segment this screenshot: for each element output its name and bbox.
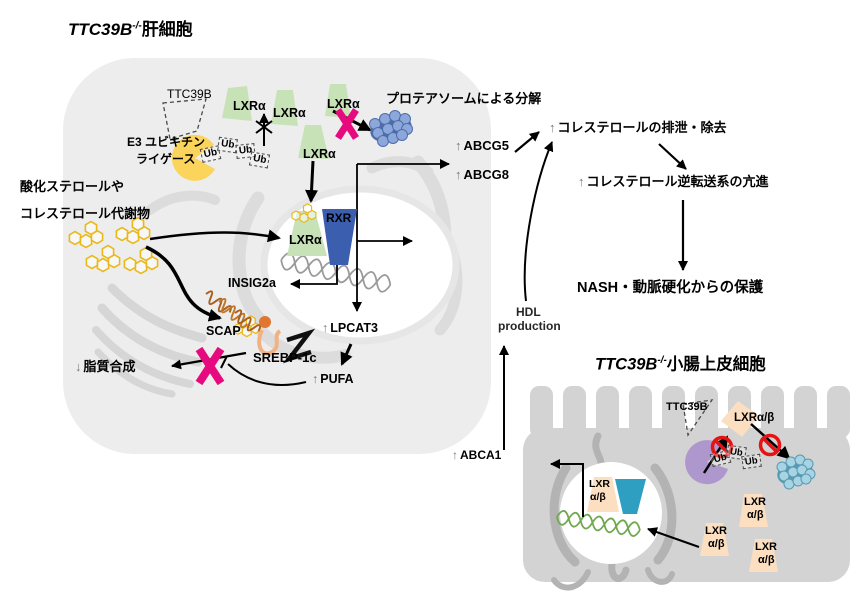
lxra-trapezoid-4 <box>298 125 329 159</box>
proteasome-icon <box>369 110 413 147</box>
ttc39b-label: TTC39B <box>167 87 212 101</box>
up-arrow-glyph: ↑ <box>312 372 319 386</box>
ttc39b-label-gut: TTC39B <box>666 401 708 413</box>
abca1-label: ↑ABCA1 <box>452 448 502 462</box>
lpcat3-label: ↑LPCAT3 <box>322 321 378 335</box>
ub-tag: Ub <box>741 453 762 470</box>
proteasome-caption: プロテアソームによる分解 <box>386 91 542 106</box>
x-mark-icon <box>335 108 359 140</box>
hepatocyte-title-cell: 肝細胞 <box>141 20 193 39</box>
enterocyte-title-sup: -/- <box>657 355 667 366</box>
arrow-sterols-to-scap <box>145 245 222 322</box>
lxr-cyto2-line2: α/β <box>708 538 725 550</box>
lxra-trapezoid-nucleus <box>287 211 327 256</box>
enterocyte-title-gene: TTC39B <box>595 355 658 374</box>
enterocyte-title-cell: 小腸上皮細胞 <box>666 355 766 374</box>
pufa-inhibition-line <box>220 355 307 386</box>
oxysterols-label-line2: コレステロール代謝物 <box>20 206 151 221</box>
srebp1c-label: SREBP-1c <box>253 350 317 365</box>
up-arrow-glyph: ↑ <box>452 448 458 462</box>
lxra-trapezoid-1 <box>222 86 252 121</box>
arrow-sterols-to-lxra <box>149 229 281 243</box>
rxr-shape <box>322 209 357 265</box>
e3-ligase-label-line2: ライゲース <box>136 152 196 166</box>
ubiquitin-ligase-icon <box>171 134 215 181</box>
rxr-teal-shape <box>615 479 646 514</box>
lxra-label-nucleus: LXRα <box>289 233 322 247</box>
proteasome-teal-icon <box>776 454 816 490</box>
abcg5-label: ↑ABCG5 <box>455 138 510 153</box>
hdl-production-label-line2: production <box>498 319 561 333</box>
protection-label: NASH・動脈硬化からの保護 <box>577 280 764 296</box>
down-arrow-glyph: ↓ <box>75 359 82 374</box>
lxr-cyto3-line1: LXR <box>755 541 777 553</box>
hdl-production-label-line1: HDL <box>516 305 541 319</box>
hepatocyte-title-gene: TTC39B <box>68 20 133 39</box>
lipid-synthesis-label: ↓脂質合成 <box>75 359 136 374</box>
lxra-label-2: LXRα <box>273 106 306 120</box>
reverse-transport-label: ↑コレステロール逆転送系の亢進 <box>578 174 769 189</box>
arrow-nucleus-to-abca1 <box>550 459 584 517</box>
e3-ligase-label-line1: E3 ユビキチン <box>127 135 206 149</box>
x-mark-icon <box>195 346 225 386</box>
lxr-nucleus-label-line2: α/β <box>590 491 606 503</box>
up-arrow-glyph: ↑ <box>455 167 462 182</box>
lxra-trapezoid-2 <box>271 90 298 126</box>
ttc39b-dashed-outline-gut <box>682 399 714 437</box>
lxr-cyto1-line2: α/β <box>747 509 764 521</box>
hepatocyte-title: TTC39B-/-肝細胞 <box>68 20 193 40</box>
arrow-lxrab-to-proteasome <box>750 423 791 460</box>
lxra-label-3: LXRα <box>327 97 360 111</box>
lxrab-label: LXRα/β <box>734 412 775 424</box>
lxra-trapezoids <box>222 84 351 256</box>
lxrab-trapezoid-nucleus <box>587 477 619 512</box>
arrow-lpcat3-to-pufa <box>340 343 353 366</box>
dna-helix-green-icon <box>556 510 641 537</box>
lxrab-trapezoids-cytoplasm <box>700 494 778 572</box>
up-arrow-glyph: ↑ <box>549 120 556 135</box>
prohibition-icon <box>710 435 734 459</box>
pufa-label: ↑PUFA <box>312 372 354 386</box>
lxr-cyto3-line2: α/β <box>758 554 775 566</box>
hepatocyte-title-sup: -/- <box>132 20 142 32</box>
prohibition-icon <box>758 433 782 457</box>
lxra-label-4: LXRα <box>303 147 336 161</box>
pathway-arrows <box>499 131 688 450</box>
dna-helix-icon <box>280 252 392 293</box>
oxysterols-label-line1: 酸化ステロールや <box>20 179 125 194</box>
lxra-trapezoid-3 <box>325 84 351 118</box>
lxra-label-1: LXRα <box>233 99 266 113</box>
insig2a-label: INSIG2a <box>228 276 276 290</box>
up-arrow-glyph: ↑ <box>322 321 329 335</box>
cholesterol-excretion-label: ↑コレステロールの排泄・除去 <box>549 120 727 135</box>
enterocyte-title: TTC39B-/-小腸上皮細胞 <box>595 355 766 374</box>
abcg8-label: ↑ABCG8 <box>455 167 510 182</box>
transcription-arrows <box>290 159 450 312</box>
lxr-cyto1-line1: LXR <box>744 496 766 508</box>
arrow-lxra-to-nucleus <box>305 160 319 203</box>
rxr-label: RXR <box>326 211 352 225</box>
up-arrow-glyph: ↑ <box>578 174 585 189</box>
lxr-nucleus-label-line1: LXR <box>589 478 610 490</box>
up-arrow-glyph: ↑ <box>455 138 462 153</box>
lxrab-diamond <box>721 401 759 437</box>
scap-srebp-art <box>205 290 316 364</box>
arrow-lxrab-to-dna <box>647 527 700 548</box>
scap-label: SCAP <box>206 324 241 338</box>
blocked-ubiquitination-arrow <box>255 113 273 146</box>
lxr-cyto2-line1: LXR <box>705 525 727 537</box>
